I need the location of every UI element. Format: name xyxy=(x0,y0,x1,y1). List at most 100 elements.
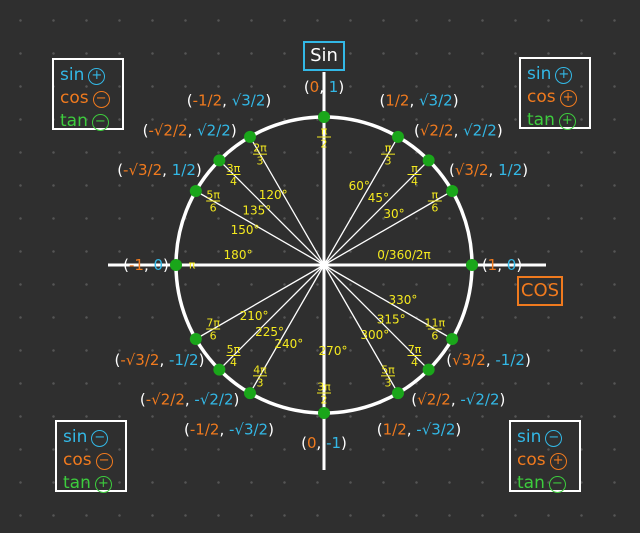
coord-comma-45: , xyxy=(454,122,464,140)
q4-tan-row: tan− xyxy=(517,472,579,495)
radian-label-150: 5π6 xyxy=(206,189,220,215)
radian-num-270: 3π xyxy=(317,381,331,394)
q3-tan-row: tan+ xyxy=(63,472,125,495)
radius-line-330 xyxy=(323,264,453,340)
radian-label-90: π2 xyxy=(317,125,331,151)
coord-x-225: -√2/2 xyxy=(146,390,185,408)
coord-label-150: (-√3/2, 1/2) xyxy=(117,161,202,179)
coord-open-240: ( xyxy=(184,421,190,439)
coord-x-30: √3/2 xyxy=(455,161,489,179)
radian-den-150: 6 xyxy=(210,202,217,215)
coord-open-210: ( xyxy=(114,351,120,369)
radian-den-60: 3 xyxy=(385,155,392,168)
coord-text-120: (-1/2, √3/2) xyxy=(187,91,272,109)
coord-comma-240: , xyxy=(219,421,229,439)
q1-sin-label: sin xyxy=(527,64,552,84)
coord-close-300: ) xyxy=(455,421,461,439)
radian-label-60: π3 xyxy=(381,142,395,168)
radian-num-30: π xyxy=(432,189,439,202)
coord-label-60: (1/2, √3/2) xyxy=(379,91,458,109)
radian-num-120: 2π xyxy=(253,142,267,155)
coord-x-60: 1/2 xyxy=(385,91,409,109)
q3-cos-label: cos xyxy=(63,450,92,470)
quadrant-3-signs: sin−cos−tan+ xyxy=(55,420,127,495)
q4-sin-row: sin− xyxy=(517,426,579,449)
coord-x-330: √3/2 xyxy=(452,351,486,369)
degree-label-0: 0/360/2π xyxy=(377,248,430,262)
coord-x-270: 0 xyxy=(307,434,317,452)
radian-den-300: 3 xyxy=(385,376,392,389)
coord-open-315: ( xyxy=(411,390,417,408)
radian-den-30: 6 xyxy=(431,202,438,215)
coord-comma-0: , xyxy=(497,256,507,274)
degree-label-120: 120° xyxy=(259,188,288,202)
radius-line-120 xyxy=(249,136,325,266)
radian-den-210: 6 xyxy=(210,330,217,343)
coord-text-330: (√3/2, -1/2) xyxy=(446,351,531,369)
radian-num-210: 7π xyxy=(206,317,220,330)
coord-comma-315: , xyxy=(451,390,461,408)
coord-y-60: √3/2 xyxy=(419,91,453,109)
coord-label-135: (-√2/2, √2/2) xyxy=(143,122,237,140)
radian-num-315: 7π xyxy=(408,343,422,356)
coord-text-135: (-√2/2, √2/2) xyxy=(143,122,237,140)
coord-x-120: -1/2 xyxy=(193,91,223,109)
q4-tan-sign-icon: − xyxy=(548,476,566,493)
radius-line-150 xyxy=(195,190,325,266)
x-axis-label: COS xyxy=(517,276,563,306)
radian-den-90: 2 xyxy=(321,138,328,151)
radian-den-240: 3 xyxy=(257,376,264,389)
coord-comma-150: , xyxy=(162,161,172,179)
radius-line-60 xyxy=(323,136,399,266)
coord-x-90: 0 xyxy=(310,78,320,96)
coord-text-300: (1/2, -√3/2) xyxy=(377,421,462,439)
q4-sin-sign-icon: − xyxy=(545,430,563,447)
radian-num-225: 5π xyxy=(227,343,241,356)
coord-x-240: -1/2 xyxy=(190,421,220,439)
q4-sin-label: sin xyxy=(517,427,542,447)
coord-comma-90: , xyxy=(319,78,329,96)
radius-line-45 xyxy=(323,159,430,266)
coord-text-180: (-1, 0) xyxy=(123,256,169,274)
q3-sin-label: sin xyxy=(63,427,88,447)
q4-cos-label: cos xyxy=(517,450,546,470)
point-45 xyxy=(422,154,435,167)
coord-close-0: ) xyxy=(516,256,522,274)
radius-line-315 xyxy=(323,264,430,371)
point-315 xyxy=(422,363,435,376)
coord-close-270: ) xyxy=(341,434,347,452)
coord-x-180: -1 xyxy=(129,256,144,274)
coord-y-90: 1 xyxy=(329,78,339,96)
coord-y-330: -1/2 xyxy=(495,351,525,369)
coord-comma-225: , xyxy=(185,390,195,408)
coord-close-225: ) xyxy=(234,390,240,408)
degree-label-240: 240° xyxy=(274,337,303,351)
coord-close-30: ) xyxy=(522,161,528,179)
coord-comma-330: , xyxy=(486,351,496,369)
q2-tan-label: tan xyxy=(60,111,88,131)
radian-num-45: π xyxy=(411,162,418,175)
coord-open-300: ( xyxy=(377,421,383,439)
coord-label-120: (-1/2, √3/2) xyxy=(187,91,272,109)
radius-line-300 xyxy=(323,264,399,394)
radius-line-225 xyxy=(218,264,325,371)
coord-text-270: (0, -1) xyxy=(301,434,347,452)
coord-open-30: ( xyxy=(449,161,455,179)
coord-label-270: (0, -1) xyxy=(301,434,347,452)
radian-label-30: π6 xyxy=(427,189,442,215)
q3-cos-sign-icon: − xyxy=(95,453,113,470)
coord-text-225: (-√2/2, -√2/2) xyxy=(140,390,240,408)
coord-y-150: 1/2 xyxy=(172,161,196,179)
degree-label-225: 225° xyxy=(255,325,284,339)
coord-text-315: (√2/2, -√2/2) xyxy=(411,390,505,408)
q2-cos-label: cos xyxy=(60,88,89,108)
coord-y-240: -√3/2 xyxy=(229,421,268,439)
point-210 xyxy=(189,333,202,345)
coord-comma-30: , xyxy=(489,161,499,179)
radian-label-240: 4π3 xyxy=(253,363,267,389)
coord-text-150: (-√3/2, 1/2) xyxy=(117,161,202,179)
coord-y-0: 0 xyxy=(507,256,517,274)
q1-cos-sign-icon: + xyxy=(559,90,577,107)
